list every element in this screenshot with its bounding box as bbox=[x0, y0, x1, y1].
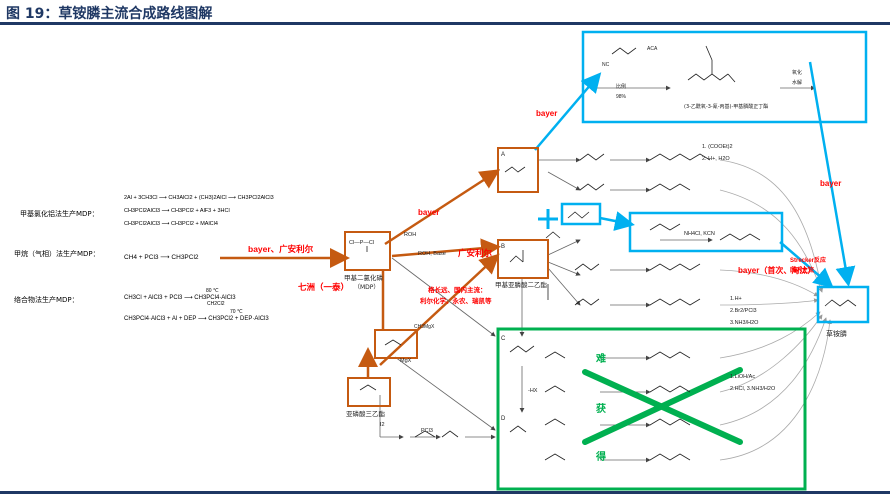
plus-icon bbox=[538, 209, 558, 229]
annot-de: 得 bbox=[595, 450, 606, 463]
method-3-cond-1: 80 ℃ bbox=[206, 288, 219, 294]
h3o-label: 2. H+, H2O bbox=[702, 156, 730, 162]
mgx-label: MgX bbox=[400, 358, 412, 364]
a-label: A bbox=[501, 152, 505, 158]
method-3-cond-sol: CH2Cl2 bbox=[207, 301, 225, 307]
method-methylaluminum: 甲基氯化铝法生产MDP： 2Al + 3CH3Cl ⟶ CH3AlCl2 + (… bbox=[20, 195, 274, 227]
nh4cl-label: NH4Cl, KCN bbox=[684, 231, 715, 237]
ch3mgx-label: CH3MgX bbox=[414, 324, 435, 330]
strecker-box bbox=[628, 211, 784, 253]
top-caption: (3-乙酰氧-3-氰-丙基)-甲基膦酸正丁酯 bbox=[684, 103, 768, 110]
annot-bayer-a: bayer bbox=[418, 208, 439, 217]
arrow-ro-to-b bbox=[379, 253, 500, 366]
step3-label: 3.NH3/H2O bbox=[730, 320, 759, 326]
a-box bbox=[497, 147, 539, 193]
arrow-a-to-top bbox=[534, 72, 602, 151]
annot-nan: 难 bbox=[595, 352, 606, 365]
title-rule bbox=[0, 22, 890, 25]
product-caption: 草铵膦 bbox=[826, 329, 847, 338]
footer-rule bbox=[0, 491, 890, 494]
difficult-route-box bbox=[496, 327, 807, 491]
annot-bayer-right: bayer bbox=[820, 179, 841, 188]
b-label: B bbox=[501, 244, 505, 250]
i2-label: I2 bbox=[380, 422, 385, 428]
method-1-eq-1: 2Al + 3CH3Cl ⟶ CH3AlCl2 + (CH3)2AlCl ⟶ C… bbox=[124, 195, 274, 201]
arrow-top-to-product bbox=[808, 61, 856, 287]
annot-strecker-2: 国内主流 bbox=[790, 266, 814, 274]
yield-label: 98% bbox=[616, 94, 627, 100]
pcl3-label: PCl3 bbox=[421, 428, 433, 434]
orange-routes bbox=[220, 169, 501, 377]
product-box bbox=[816, 285, 870, 324]
oxid-label: 氧化 bbox=[792, 69, 802, 76]
arrow-acrolein-to-box bbox=[599, 211, 635, 231]
mdp-box bbox=[344, 231, 391, 271]
step1-label: 1.H+ bbox=[730, 296, 742, 302]
acrolein-box bbox=[560, 202, 602, 226]
annot-qizhou: 七洲（一泰） bbox=[298, 282, 349, 292]
method-label-1: 甲基氯化铝法生产MDP： bbox=[20, 209, 99, 218]
arrow-mdp-to-a bbox=[384, 169, 501, 246]
hx-label: -HX bbox=[528, 388, 538, 394]
annot-changqing-2: 利尔化学、永农、瑞凯等 bbox=[420, 296, 492, 305]
annotations: bayer、广安利尔 七洲（一泰） bayer 广安利尔 格长远、国内主流： 利… bbox=[248, 109, 841, 463]
method-label-3: 络合物法生产MDP： bbox=[14, 295, 79, 304]
annot-guangan: 广安利尔 bbox=[458, 248, 493, 258]
cross-out-mark bbox=[582, 367, 743, 445]
aca-label: ACA bbox=[647, 46, 658, 52]
annot-strecker: Strecker反应 bbox=[790, 256, 826, 264]
method-3-cond-2: 70 ℃ bbox=[230, 309, 243, 315]
hydro-label: 水解 bbox=[792, 79, 802, 86]
blue-routes bbox=[534, 61, 856, 289]
step2-label: 2.Br2/PCl3 bbox=[730, 308, 757, 314]
structure-labels: Cl—P—Cl 甲基二氯化磷 （MDP） A B C D 甲基亚膦酸二乙酯 亚磷… bbox=[344, 46, 847, 434]
coo-label: 1. (COOEt)2 bbox=[702, 144, 733, 150]
method-1-eq-3: CH3PCl2AlCl3 ⟶ CH3PCl2 + MAlCl4 bbox=[124, 221, 218, 227]
method-2-eq-1: CH4 + PCl3 ⟶ CH3PCl2 bbox=[124, 254, 199, 261]
method-methane: 甲烷（气相）法生产MDP： CH4 + PCl3 ⟶ CH3PCl2 bbox=[14, 249, 199, 261]
mdp-sub: （MDP） bbox=[354, 284, 379, 291]
mdp-label: 甲基二氯化磷 bbox=[344, 273, 384, 282]
grey-connectors bbox=[379, 85, 816, 463]
d-label: D bbox=[501, 416, 506, 422]
roh-label: ROH bbox=[404, 232, 416, 238]
method-1-eq-2: CH3PCl2AlCl3 ⟶ CH3PCl2 + AlF3 + 3HCl bbox=[124, 208, 230, 214]
b-box bbox=[497, 239, 549, 279]
method-3-eq-2: CH3PCl4·AlCl3 + Al + DEP ⟶ CH3PCl2 + DEP… bbox=[124, 316, 269, 322]
annot-bayer-guangan: bayer、广安利尔 bbox=[248, 244, 314, 254]
trialkyl-caption: 亚磷酸三乙酯 bbox=[346, 409, 386, 418]
page-title: 图 19：草铵膦主流合成路线图解 bbox=[6, 6, 213, 22]
arrow-mdp-to-b bbox=[391, 238, 501, 259]
method-complex: 络合物法生产MDP： CH3Cl + AlCl3 + PCl3 ⟶ CH3PCl… bbox=[14, 288, 269, 322]
ro-box bbox=[374, 329, 418, 359]
annot-bayer-top: bayer bbox=[536, 109, 557, 118]
annot-huo: 获 bbox=[595, 402, 606, 415]
top-route-box bbox=[581, 30, 868, 124]
b-caption: 甲基亚膦酸二乙酯 bbox=[495, 280, 548, 289]
annot-bayer-first: bayer（首次、淘汰） bbox=[738, 265, 815, 275]
method-label-2: 甲烷（气相）法生产MDP： bbox=[14, 249, 100, 258]
ratio-label: 比例 bbox=[616, 83, 626, 90]
c-label: C bbox=[501, 336, 506, 342]
roh-base-label: ROH, Base bbox=[418, 251, 446, 257]
c-step2-label: 2.HCl, 3.NH3/H2O bbox=[730, 386, 776, 392]
arrow-strecker-to-product bbox=[779, 241, 834, 289]
method-3-eq-1: CH3Cl + AlCl3 + PCl3 ⟶ CH3PCl4·AlCl3 bbox=[124, 295, 236, 301]
trialkyl-box bbox=[347, 377, 391, 407]
nc-label: NC bbox=[602, 62, 610, 68]
mdp-formula: Cl—P—Cl bbox=[349, 240, 374, 246]
structures bbox=[359, 45, 857, 461]
annot-changqing: 格长远、国内主流： bbox=[428, 285, 487, 294]
c-step1-label: 1.LiOH/Ac bbox=[730, 374, 755, 380]
